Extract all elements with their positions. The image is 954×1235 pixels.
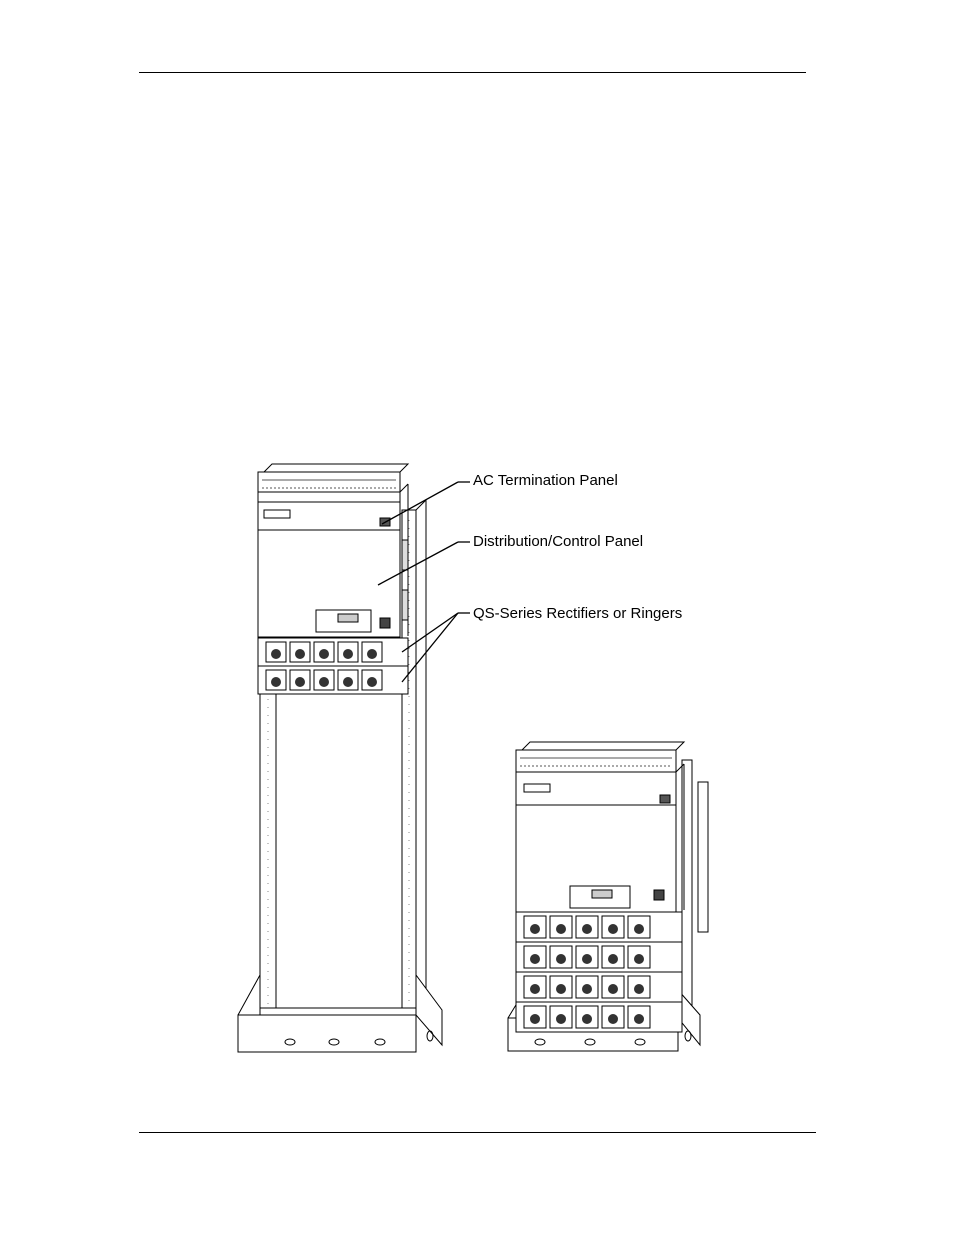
callout-rectifiers-ringers: QS-Series Rectifiers or Ringers: [473, 605, 682, 623]
footer-rule: [139, 1132, 816, 1133]
power-system-illustration: AC Termination Panel Distribution/Contro…: [230, 460, 720, 1085]
callout-distribution-control-panel: Distribution/Control Panel: [473, 533, 643, 551]
header-rule: [139, 72, 806, 73]
tall-rack: [238, 464, 442, 1052]
short-rack: [508, 742, 708, 1051]
callout-ac-termination-panel: AC Termination Panel: [473, 472, 618, 490]
rack-drawing: [230, 460, 720, 1085]
